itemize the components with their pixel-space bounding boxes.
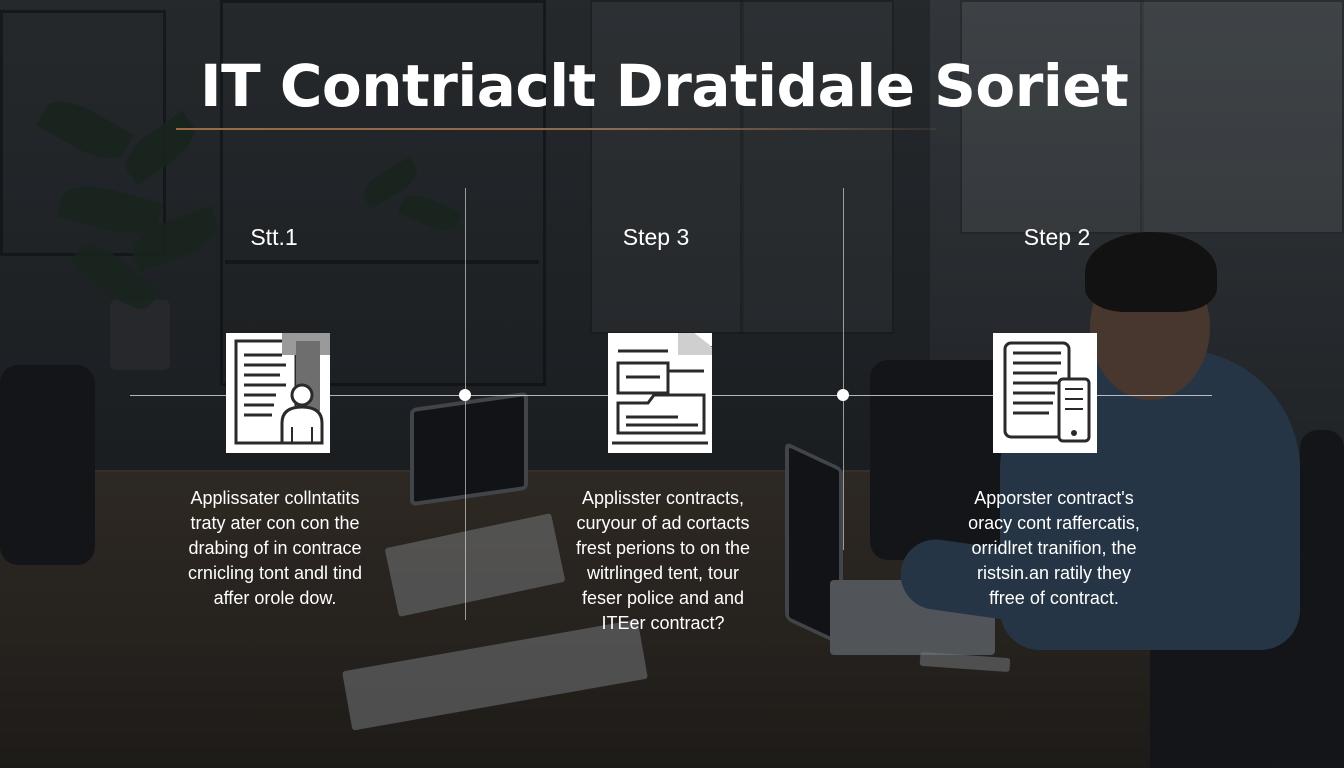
- step-1-label: Stt.1: [250, 224, 298, 250]
- step-1-line-1: Applissater collntatits: [190, 488, 360, 508]
- timeline-node-2: [837, 389, 849, 401]
- document-flow-icon: [608, 325, 712, 453]
- step-3-line-1: Applisster contracts,: [581, 488, 745, 508]
- step-2-description: Apporster contract's oracy cont rafferca…: [929, 486, 1179, 611]
- step-2-line-3: orridlret tranifion, the: [971, 538, 1137, 558]
- document-person-icon: [226, 333, 330, 453]
- step-2-line-5: ffree of contract.: [989, 588, 1119, 608]
- diagram-title: IT Contriaclt Dratidale Soriet: [200, 52, 1129, 120]
- step-1-description: Applissater collntatits traty ater con c…: [150, 486, 400, 611]
- step-2-line-4: ristsin.an ratily they: [976, 563, 1132, 583]
- step-1-line-5: affer orole dow.: [213, 588, 337, 608]
- step-1-line-2: traty ater con con the: [190, 513, 360, 533]
- step-1-line-4: crnicling tont andl tind: [187, 563, 363, 583]
- step-3-description: Applisster contracts, curyour of ad cort…: [538, 486, 788, 636]
- timeline-node-1: [459, 389, 471, 401]
- step-2-line-2: oracy cont raffercatis,: [968, 513, 1140, 533]
- step-3-line-6: ITEer contract?: [601, 613, 725, 633]
- timeline-divider-2: [843, 188, 844, 550]
- timeline-divider-1: [465, 188, 466, 620]
- step-2-line-1: Apporster contract's: [974, 488, 1134, 508]
- step-2-label: Step 2: [1023, 224, 1091, 250]
- step-3-line-4: witrlinged tent, tour: [586, 563, 740, 583]
- title-underline: [176, 128, 936, 130]
- step-3-line-5: feser police and and: [581, 588, 745, 608]
- step-3-line-3: frest perions to on the: [575, 538, 751, 558]
- step-1-line-3: drabing of in contrace: [188, 538, 362, 558]
- step-3-label: Step 3: [622, 224, 690, 250]
- document-phone-icon: [993, 333, 1097, 453]
- step-3-line-2: curyour of ad cortacts: [576, 513, 750, 533]
